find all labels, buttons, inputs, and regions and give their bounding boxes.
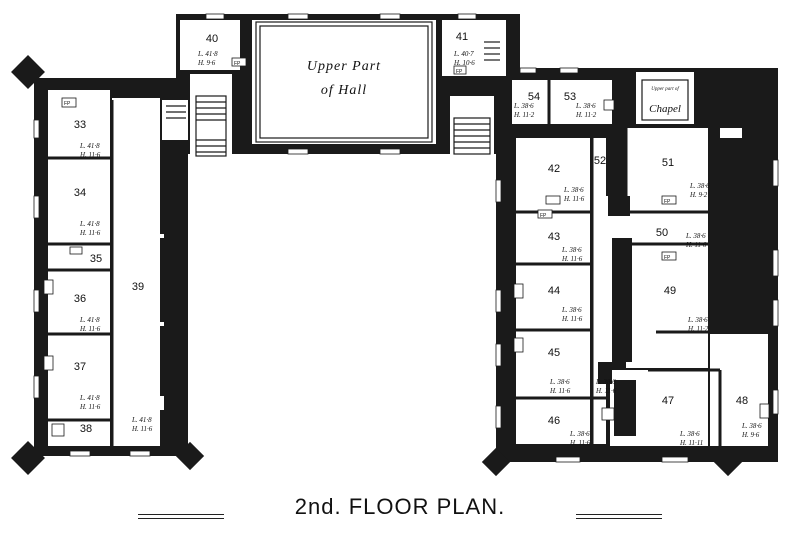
room-dimension-54-0: L. 38·6 [513, 102, 534, 110]
room-number-49: 49 [664, 285, 676, 297]
chapel-subtitle: Upper part of [651, 87, 679, 92]
room-number-37: 37 [74, 361, 86, 373]
svg-text:FP: FP [234, 61, 241, 67]
room-dimension-42-0: L. 38·6 [563, 186, 584, 194]
room-dimension-42-1: H. 11·6 [563, 195, 585, 203]
svg-text:FP: FP [64, 101, 71, 107]
room-dimension-37-1: H. 11·6 [79, 403, 101, 411]
room-number-45: 45 [548, 347, 560, 359]
room-number-52: 52 [594, 155, 606, 167]
room-number-47: 47 [662, 395, 674, 407]
room-number-39: 39 [132, 281, 144, 293]
room-number-41: 41 [456, 31, 468, 43]
room-dimension-49-1: H. 11·2 [687, 325, 709, 333]
plan-caption: 2nd. FLOOR PLAN. [130, 494, 670, 528]
room-dimension-53-0: L. 38·6 [575, 102, 596, 110]
room-dimension-51-0: L. 38·6 [689, 182, 710, 190]
room-number-42: 42 [548, 163, 560, 175]
room-dimension-45b-1: H. 11·6 [595, 387, 617, 395]
room-dimension-50-1: H. 11·6 [685, 241, 707, 249]
room-dimension-41-0: L. 40·7 [453, 50, 474, 58]
room-number-46: 46 [548, 415, 560, 427]
room-number-43: 43 [548, 231, 560, 243]
room-dimension-34-1: H. 11·6 [79, 229, 101, 237]
room-dimension-34-0: L. 41·8 [79, 220, 100, 228]
room-dimension-53-1: H. 11·2 [575, 111, 597, 119]
central-spine-wall [612, 238, 632, 362]
room-dimension-47-0: L. 38·6 [679, 430, 700, 438]
room-dimension-36-0: L. 41·8 [79, 316, 100, 324]
room-dimension-37-0: L. 41·8 [79, 394, 100, 402]
room-dimension-40-1: H. 9·6 [197, 59, 216, 67]
partitions [48, 80, 740, 446]
room-dimension-43-1: H. 11·6 [561, 255, 583, 263]
chapel-label: Chapel [649, 103, 681, 115]
room-number-54: 54 [528, 91, 540, 103]
room-dimension-39-0: L. 41·8 [131, 416, 152, 424]
room-number-35: 35 [90, 253, 102, 265]
east-staircase [453, 41, 500, 155]
room-number-44: 44 [548, 285, 560, 297]
room-dimension-45b-0: L. 38·6 [595, 378, 616, 386]
room-dimension-33-0: L. 41·8 [79, 142, 100, 150]
svg-text:FP: FP [540, 213, 547, 219]
room-number-36: 36 [74, 293, 86, 305]
room-dimension-36-1: H. 11·6 [79, 325, 101, 333]
room-dimension-48-1: H. 9·6 [741, 431, 760, 439]
room-dimension-46-0: L. 38·6 [569, 430, 590, 438]
room-number-53: 53 [564, 91, 576, 103]
room-dimension-45-0: L. 38·6 [549, 378, 570, 386]
chapel-frame [641, 79, 689, 121]
room-dimension-51-1: H. 9·2 [689, 191, 708, 199]
room-dimension-33-1: H. 11·6 [79, 151, 101, 159]
room-dimension-54-1: H. 11·2 [513, 111, 535, 119]
room-dimension-41-1: H. 10·6 [453, 59, 475, 67]
room-number-34: 34 [74, 187, 86, 199]
room-dimension-47-1: H. 11·11 [679, 439, 703, 447]
room-dimension-50-0: L. 38·6 [685, 232, 706, 240]
hall-label-line-2: of Hall [321, 83, 367, 98]
hall-frame [259, 25, 429, 139]
room-number-38: 38 [80, 423, 92, 435]
svg-text:FP: FP [456, 69, 463, 75]
svg-text:FP: FP [664, 255, 671, 261]
room-dimension-45-1: H. 11·6 [549, 387, 571, 395]
fireplaces [43, 57, 770, 437]
room-dimension-43-0: L. 38·6 [561, 246, 582, 254]
room-dimension-40-0: L. 41·8 [197, 50, 218, 58]
caption-rule-left [138, 514, 224, 519]
room-dimension-49-0: L. 38·6 [687, 316, 708, 324]
hall-label-line-1: Upper Part [307, 59, 381, 74]
room-number-40: 40 [206, 33, 218, 45]
room-number-48: 48 [736, 395, 748, 407]
room-dimension-44-1: H. 11·6 [561, 315, 583, 323]
room-dimension-39-1: H. 11·6 [131, 425, 153, 433]
caption-text: 2nd. FLOOR PLAN. [294, 494, 506, 519]
windows [33, 13, 779, 463]
fireplace-labels: FP FP FP FP FP FP [64, 61, 671, 261]
room-number-33: 33 [74, 119, 86, 131]
svg-text:FP: FP [664, 199, 671, 205]
caption-rule-right [576, 514, 662, 519]
room-dimension-46-1: H. 11·6 [569, 439, 591, 447]
room-dimension-44-0: L. 38·6 [561, 306, 582, 314]
room-number-51: 51 [662, 157, 674, 169]
room-dimension-48-0: L. 38·6 [741, 422, 762, 430]
room-number-50: 50 [656, 227, 668, 239]
west-staircase [166, 95, 227, 157]
